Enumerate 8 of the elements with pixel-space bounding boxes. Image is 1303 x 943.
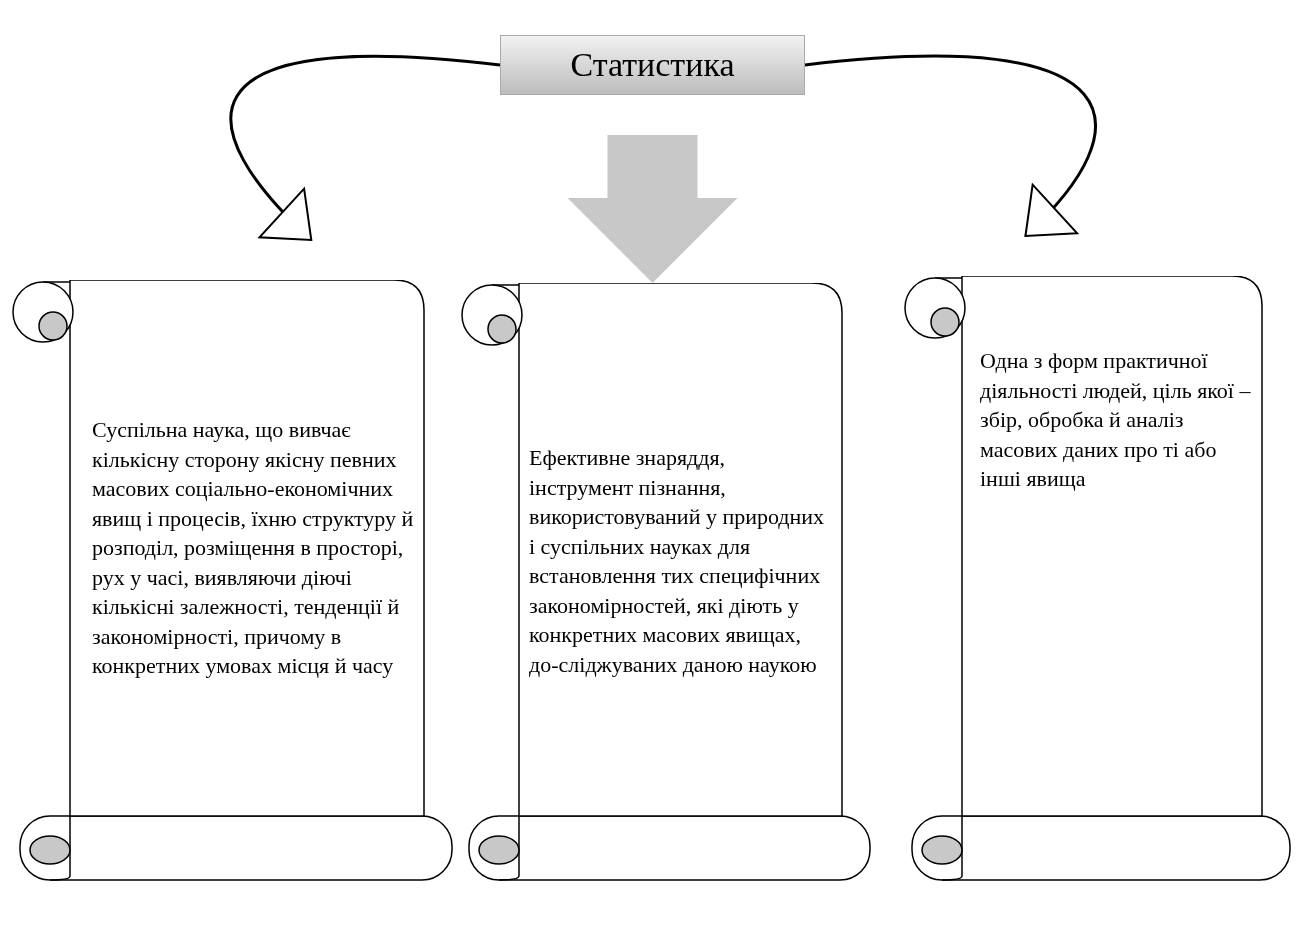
title-box	[500, 35, 805, 95]
definition-text: Суспільна наука, що вивчає кількісну сторону якісну певних масових соціально-економічних явищ і процесів, їхню структуру й розподіл, розміщення в просторі, рух у часі, виявляючи діючі кількісні залежності, тенденції й закономірності, причому в конкретних умовах місця й часу	[92, 416, 415, 680]
arrow	[567, 135, 738, 283]
arrow	[229, 54, 501, 242]
definition-text: Одна з форм практичної діяльності людей, ціль якої – збір, обробка й аналіз масових даних про ті або інші явища	[980, 347, 1252, 493]
definition-text: Ефективне знаряддя, інструмент пізнання, використовуваний у природних і суспільних науках для встановлення тих специфічних закономірностей, які діють у конкретних масових явищах, до-сліджуваних даною наукою	[529, 444, 826, 679]
arrow	[804, 54, 1097, 238]
title-text: Статистика	[570, 46, 735, 84]
